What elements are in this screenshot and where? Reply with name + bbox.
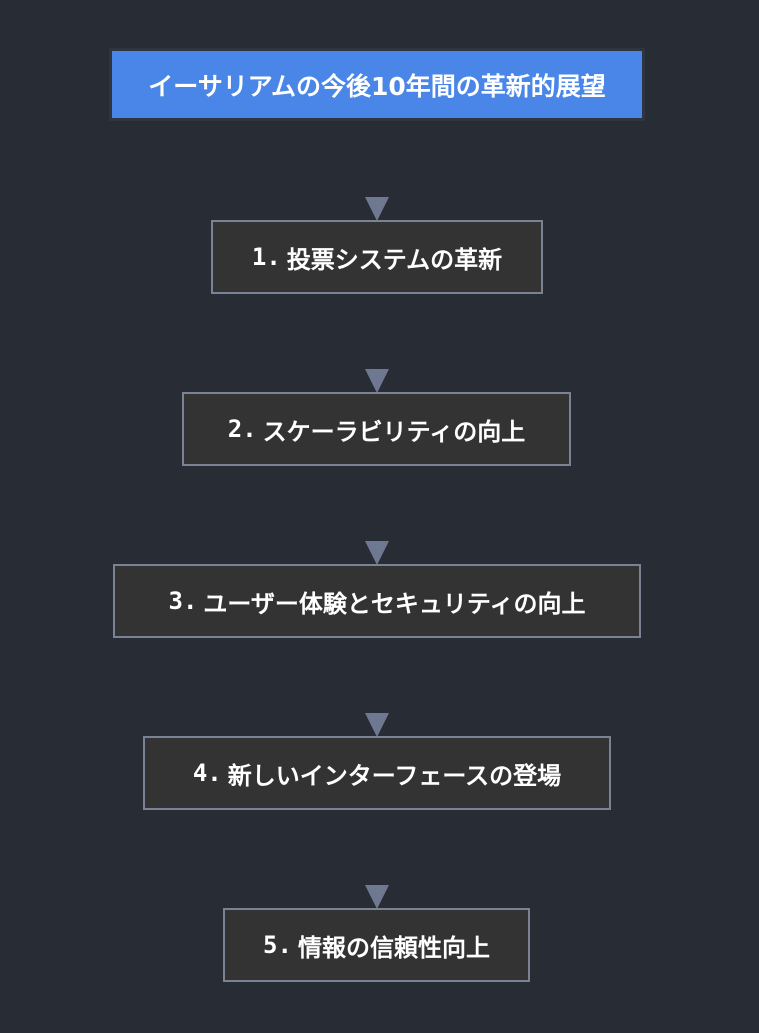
step-node-1: 1. 投票システムの革新 [211, 220, 543, 294]
step-number: 4. [192, 759, 222, 787]
arrow-down-icon [365, 885, 389, 909]
arrow-down-icon [365, 369, 389, 393]
arrow-down-icon [365, 541, 389, 565]
step-node-4: 4. 新しいインターフェースの登場 [143, 736, 611, 810]
step-label: 情報の信頼性向上 [297, 933, 490, 962]
step-number: 1. [251, 243, 281, 271]
diagram-title-node: イーサリアムの今後10年間の革新的展望 [109, 48, 645, 121]
step-label: 投票システムの革新 [286, 245, 503, 274]
step-node-3: 3. ユーザー体験とセキュリティの向上 [113, 564, 641, 638]
arrow-down-icon [365, 197, 389, 221]
step-number: 3. [168, 587, 198, 615]
step-label: ユーザー体験とセキュリティの向上 [203, 589, 586, 618]
step-node-5: 5. 情報の信頼性向上 [223, 908, 530, 982]
diagram-title: イーサリアムの今後10年間の革新的展望 [148, 71, 606, 101]
step-label: スケーラビリティの向上 [262, 417, 526, 446]
step-label: 新しいインターフェースの登場 [227, 761, 562, 790]
step-number: 5. [263, 931, 292, 959]
arrow-down-icon [365, 713, 389, 737]
step-number: 2. [227, 415, 257, 443]
step-node-2: 2. スケーラビリティの向上 [182, 392, 571, 466]
